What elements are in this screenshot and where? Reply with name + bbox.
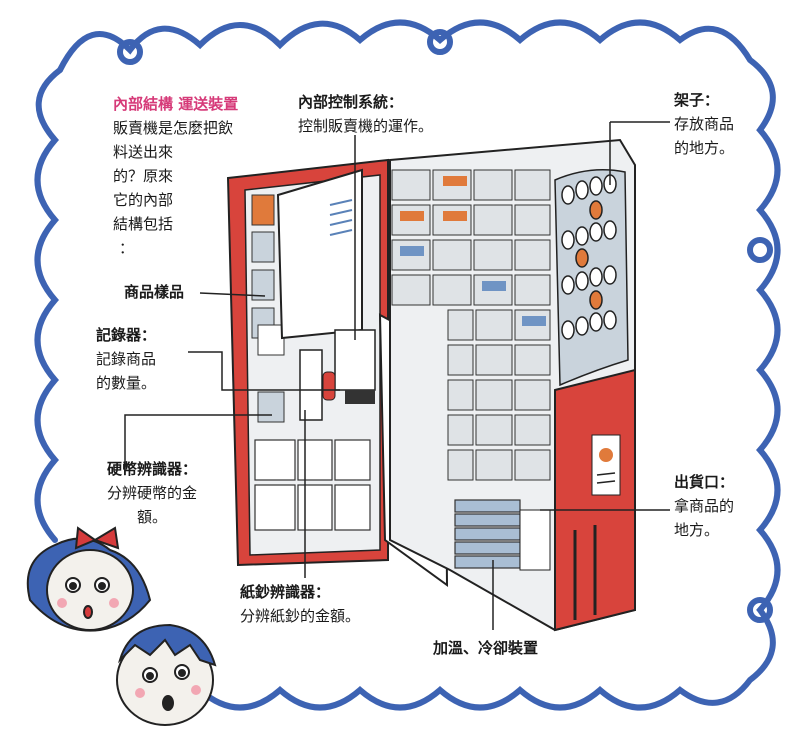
label-recorder: 記錄器： 記錄商品 的數量。 xyxy=(96,323,156,395)
label-title: 紙鈔辨識器： xyxy=(240,583,331,601)
label-desc: 的數量。 xyxy=(96,374,157,392)
intro-line: 它的內部 xyxy=(113,191,174,209)
label-title: 記錄器： xyxy=(96,326,157,344)
label-coin-validator: 硬幣辨識器： 分辨硬幣的金 額。 xyxy=(92,457,212,529)
label-title: 加溫、冷卻裝置 xyxy=(433,639,539,657)
label-desc: 記錄商品 xyxy=(96,350,157,368)
label-desc: 控制販賣機的運作。 xyxy=(298,117,434,135)
label-desc: 的地方。 xyxy=(674,139,735,157)
label-desc: 拿商品的 xyxy=(674,497,735,515)
label-heating-cooling: 加溫、冷卻裝置 xyxy=(433,636,538,660)
label-control-system: 內部控制系統： 控制販賣機的運作。 xyxy=(298,90,433,138)
label-outlet: 出貨口： 拿商品的 地方。 xyxy=(674,470,734,542)
boy-face-icon xyxy=(116,623,217,726)
label-desc: 分辨紙鈔的金額。 xyxy=(240,607,361,625)
label-bill-validator: 紙鈔辨識器： 分辨紙鈔的金額。 xyxy=(240,580,360,628)
label-title: 架子： xyxy=(674,91,720,109)
leader-lines xyxy=(124,121,670,630)
intro-line: 販賣機是怎麼把飲 xyxy=(113,119,234,137)
heading-title: 內部結構 運送裝置 xyxy=(113,95,239,113)
label-desc: 地方。 xyxy=(674,521,720,539)
vending-machine xyxy=(226,138,636,632)
label-title: 硬幣辨識器： xyxy=(106,460,197,478)
girl-face-icon xyxy=(26,526,152,632)
label-title: 商品樣品 xyxy=(124,283,185,301)
label-title: 內部控制系統： xyxy=(298,93,404,111)
intro-line: 的？原來 xyxy=(113,167,174,185)
intro-block: 內部結構 運送裝置 販賣機是怎麼把飲 料送出來 的？原來 它的內部 結構包括 ： xyxy=(113,92,283,260)
label-shelf: 架子： 存放商品 的地方。 xyxy=(674,88,734,160)
label-desc: 分辨硬幣的金 xyxy=(106,484,197,502)
cloud-border xyxy=(34,19,781,711)
label-title: 出貨口： xyxy=(674,473,735,491)
intro-line: 料送出來 xyxy=(113,143,174,161)
intro-line: ： xyxy=(119,239,135,257)
label-desc: 額。 xyxy=(136,508,167,526)
intro-line: 結構包括 xyxy=(113,215,174,233)
label-desc: 存放商品 xyxy=(674,115,735,133)
label-samples: 商品樣品 xyxy=(124,280,184,304)
